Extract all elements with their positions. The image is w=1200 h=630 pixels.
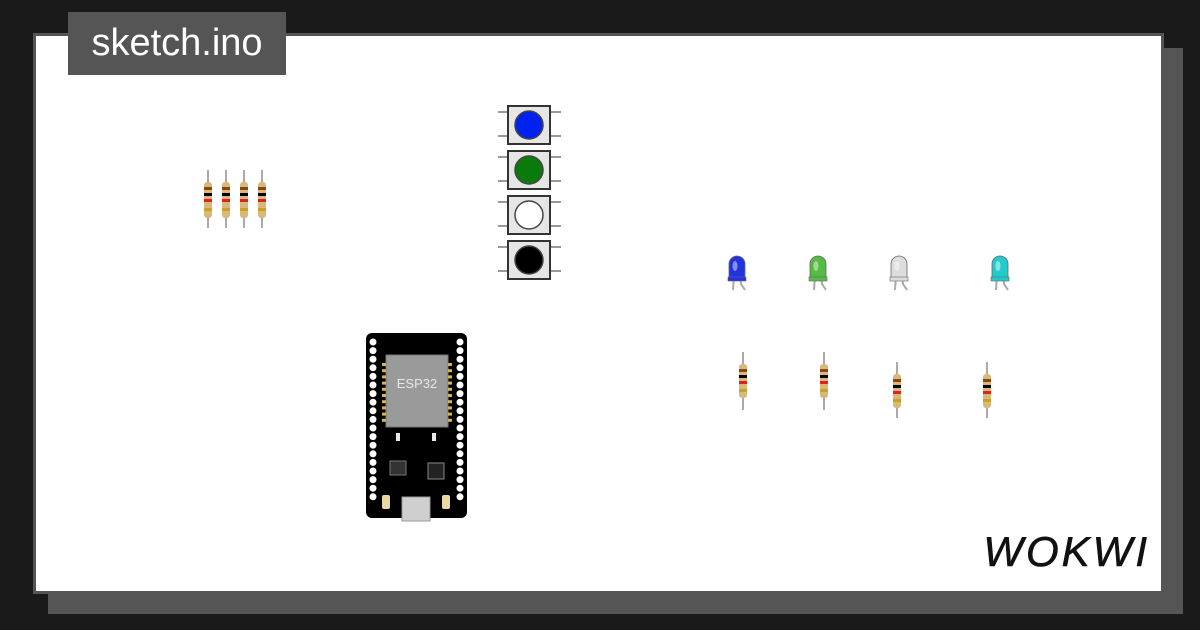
led-resistor-row[interactable] [728,352,1008,424]
resistor-group[interactable] [196,170,276,232]
led-row[interactable] [722,254,1022,298]
resistor[interactable] [739,352,747,410]
resistor[interactable] [893,362,901,418]
resistor[interactable] [983,362,991,418]
usb-port [401,496,431,522]
pushbutton-blue[interactable] [498,105,561,145]
esp32-label: ESP32 [397,376,437,391]
esp32-module-shield [385,354,449,428]
sketch-filename[interactable]: sketch.ino [68,12,286,75]
led-white[interactable] [889,255,909,291]
pushbutton-cap-green[interactable] [514,155,544,185]
boot-button[interactable] [382,495,390,509]
resistor[interactable] [820,352,828,410]
pushbutton-white[interactable] [498,195,561,235]
pushbutton-cap-white[interactable] [514,200,544,230]
resistor[interactable] [240,170,248,228]
led-blue[interactable] [727,255,747,291]
simulation-canvas[interactable] [33,33,1164,594]
pushbutton-stack[interactable] [496,104,566,290]
pushbutton-cap-blue[interactable] [514,110,544,140]
pushbutton-cap-black[interactable] [514,245,544,275]
led-green[interactable] [808,255,828,291]
resistor[interactable] [222,170,230,228]
pushbutton-green[interactable] [498,150,561,190]
brand-name: WOKWI [983,528,1150,575]
resistor[interactable] [204,170,212,228]
led-cyan[interactable] [990,255,1010,291]
wokwi-logo[interactable]: WOKWI [970,520,1160,580]
reset-button[interactable] [442,495,450,509]
pushbutton-black[interactable] [498,240,561,280]
resistor[interactable] [258,170,266,228]
esp32-board[interactable]: ESP32 [366,333,468,523]
